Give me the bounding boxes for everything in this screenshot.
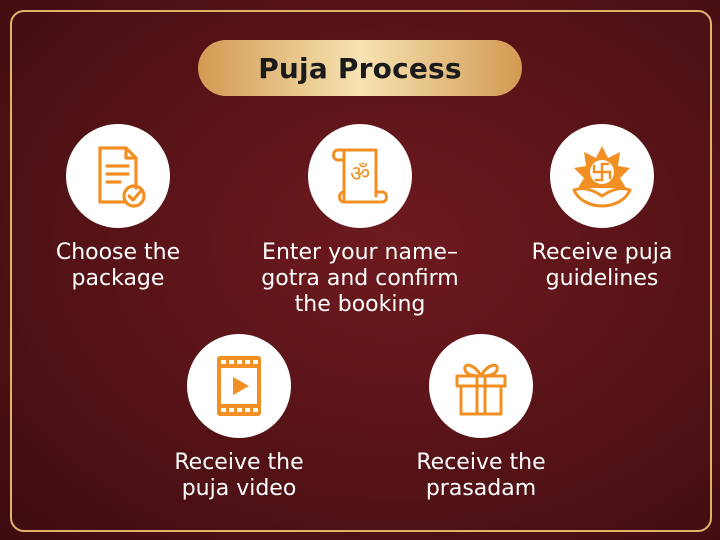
- video-film-icon: [217, 356, 261, 416]
- page-title: Puja Process: [258, 51, 462, 85]
- step-enter-name-gotra: ॐ Enter your name– gotra and confirm the…: [220, 124, 500, 318]
- step-label-line: Enter your name–: [262, 240, 458, 265]
- step-label-line: Receive the: [174, 450, 304, 475]
- step-label-line: prasadam: [425, 476, 537, 501]
- title-pill: Puja Process: [198, 40, 522, 96]
- step-receive-prasadam: Receive the prasadam: [341, 334, 621, 502]
- step-label: Enter your name– gotra and confirm the b…: [220, 240, 500, 318]
- svg-text:ॐ: ॐ: [350, 162, 370, 187]
- step-icon-circle: [187, 334, 291, 438]
- step-label-line: the booking: [294, 292, 426, 317]
- step-label-line: Receive the: [416, 450, 546, 475]
- gift-box-icon: [455, 363, 507, 416]
- step-label-line: puja video: [181, 476, 297, 501]
- step-receive-video: Receive the puja video: [99, 334, 379, 502]
- step-label: Choose the package: [0, 240, 258, 292]
- step-icon-circle: [66, 124, 170, 228]
- document-check-icon: [98, 146, 146, 208]
- swastik-lotus-hand-icon: [572, 146, 632, 208]
- step-label-line: Receive puja: [531, 240, 673, 265]
- step-icon-circle: [429, 334, 533, 438]
- step-label-line: gotra and confirm: [261, 266, 459, 291]
- step-label: Receive puja guidelines: [462, 240, 720, 292]
- step-label: Receive the prasadam: [341, 450, 621, 502]
- step-label-line: guidelines: [545, 266, 659, 291]
- step-icon-circle: ॐ: [308, 124, 412, 228]
- step-receive-guidelines: Receive puja guidelines: [462, 124, 720, 292]
- step-label-line: package: [71, 266, 165, 291]
- om-scroll-icon: ॐ: [332, 148, 388, 204]
- step-choose-package: Choose the package: [0, 124, 258, 292]
- card-border: [10, 10, 712, 532]
- step-label-line: Choose the: [55, 240, 181, 265]
- step-label: Receive the puja video: [99, 450, 379, 502]
- step-icon-circle: [550, 124, 654, 228]
